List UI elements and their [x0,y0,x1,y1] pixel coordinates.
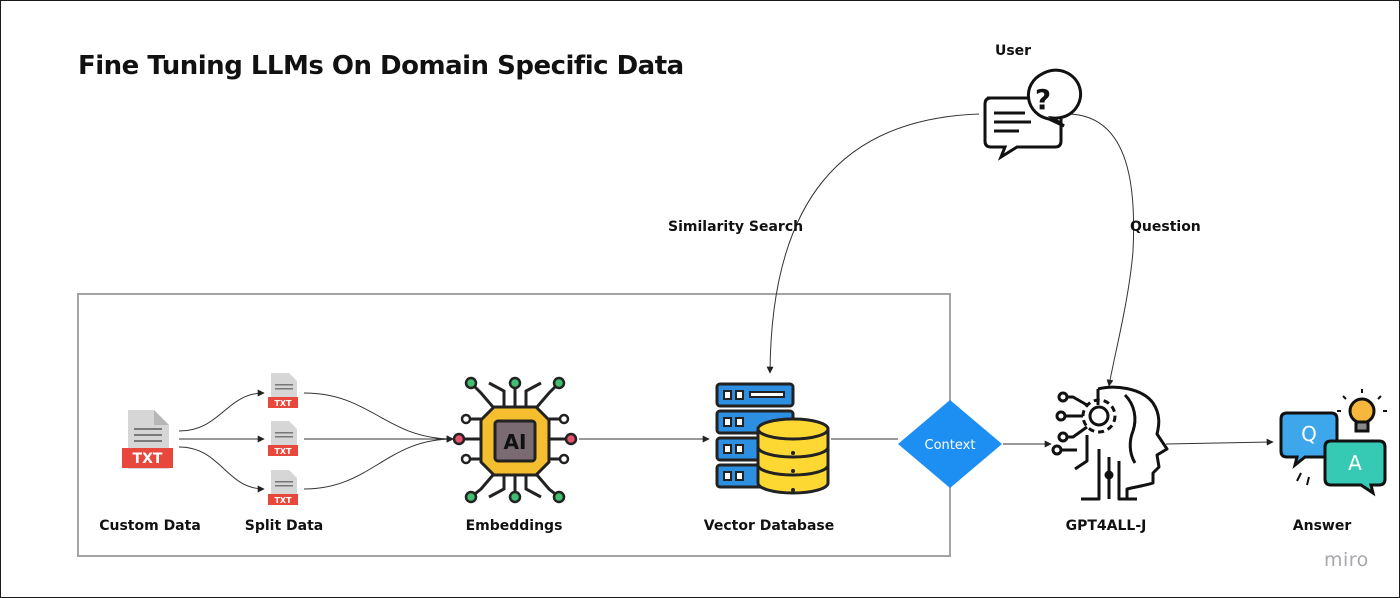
robot-head-icon [1051,385,1169,501]
ai-chip-text: AI [504,430,527,454]
edge-split-3-to-embeddings [303,435,454,490]
txt-file-icon-small-3: TXT [268,470,298,505]
txt-badge-text: TXT [133,451,163,467]
node-label-answer: Answer [1292,518,1352,534]
database-server-icon [715,382,830,495]
edge-user-to-model [1068,113,1135,387]
ai-chip-pins [452,376,578,504]
chat-bubbles-icon [983,68,1083,161]
node-label-user: User [994,43,1032,59]
txt-badge-text: TXT [274,399,292,408]
edge-user-to-vectordb [766,113,980,374]
txt-badge-text: TXT [274,447,292,456]
diagram-title: Fine Tuning LLMs On Domain Specific Data [78,51,684,81]
edge-label-question: Question [1130,219,1201,235]
edge-custom-to-split-1 [178,389,265,432]
context-diamond [898,400,1002,488]
node-label-model: GPT4ALL-J [1065,518,1147,534]
question-mark-glyph: ? [1035,83,1051,116]
txt-file-icon-small-1: TXT [268,373,298,408]
qa-bubbles-icon [1279,389,1387,497]
txt-badge-text: TXT [274,496,292,505]
node-label-custom-data: Custom Data [99,518,201,534]
miro-watermark: miro [1324,549,1369,571]
edge-split-1-to-embeddings [303,392,454,443]
context-label: Context [925,438,976,453]
node-label-embeddings: Embeddings [465,518,563,534]
qa-q-letter: Q [1301,422,1317,446]
edge-label-similarity-search: Similarity Search [668,219,804,235]
txt-file-icon-small-2: TXT [268,421,298,456]
qa-a-letter: A [1348,451,1362,475]
node-label-split-data: Split Data [244,518,324,534]
edge-custom-to-split-3 [178,446,265,493]
edge-model-to-answer [1165,438,1274,446]
txt-file-icon-large: TXT [122,410,173,469]
node-label-vector-database: Vector Database [703,518,835,534]
connectors [178,113,1274,493]
